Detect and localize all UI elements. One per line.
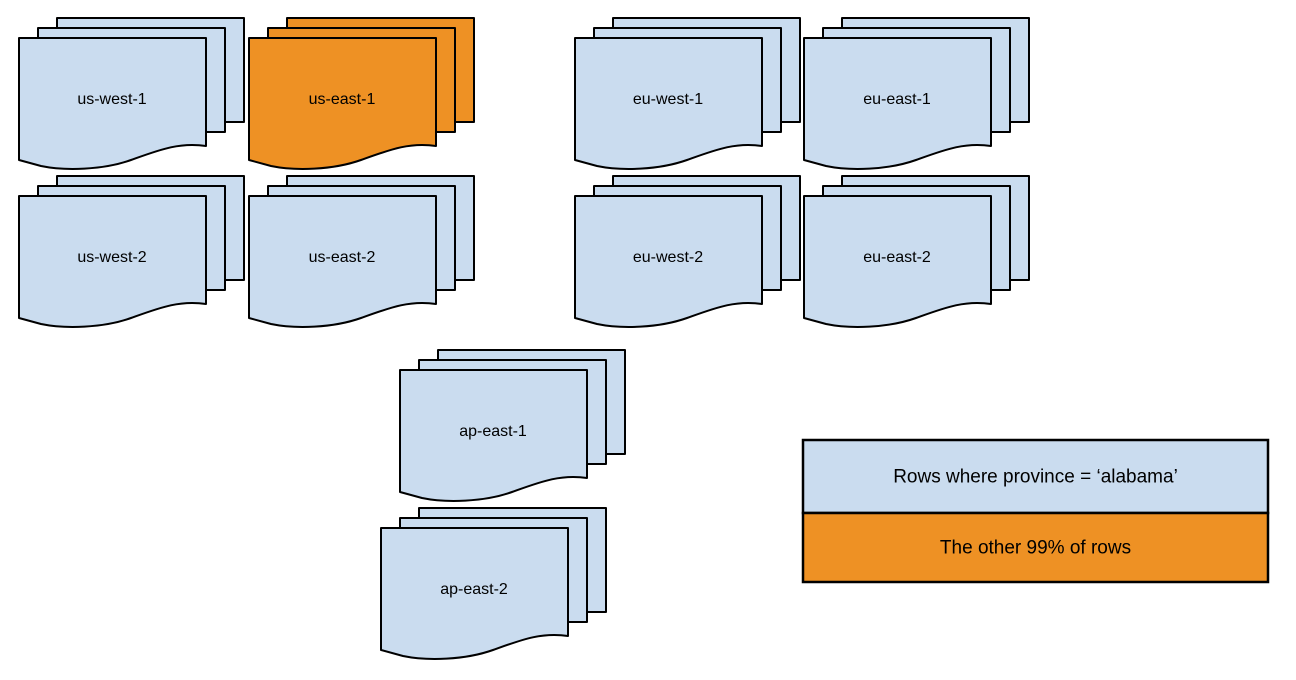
region-stack-ap-east-1[interactable]: ap-east-1 <box>399 349 626 502</box>
region-stack-us-east-1[interactable]: us-east-1 <box>248 17 475 170</box>
region-stack-ap-east-2[interactable]: ap-east-2 <box>380 507 607 660</box>
region-stack-us-west-2[interactable]: us-west-2 <box>18 175 245 328</box>
region-stack-us-west-1[interactable]: us-west-1 <box>18 17 245 170</box>
region-stack-label: eu-west-1 <box>633 91 703 108</box>
region-stack-eu-west-1[interactable]: eu-west-1 <box>574 17 801 170</box>
region-stack-label: us-west-1 <box>77 91 146 108</box>
region-stack-label: us-east-1 <box>309 91 376 108</box>
legend-label-blue: Rows where province = ‘alabama’ <box>893 467 1178 488</box>
region-stack-label: ap-east-1 <box>459 423 527 440</box>
legend-group: Rows where province = ‘alabama’ The other… <box>801 438 1270 584</box>
legend-swatch-blue <box>801 438 1270 515</box>
region-stack-eu-east-1[interactable]: eu-east-1 <box>803 17 1030 170</box>
region-stack-label: ap-east-2 <box>440 581 508 598</box>
legend-swatch-orange <box>801 511 1270 584</box>
legend-label-orange: The other 99% of rows <box>940 538 1131 559</box>
region-stack-label: us-east-2 <box>309 249 376 266</box>
region-stack-label: eu-west-2 <box>633 249 703 266</box>
region-stack-label: eu-east-1 <box>863 91 931 108</box>
region-stack-eu-west-2[interactable]: eu-west-2 <box>574 175 801 328</box>
region-stack-eu-east-2[interactable]: eu-east-2 <box>803 175 1030 328</box>
region-stack-label: us-west-2 <box>77 249 146 266</box>
region-stack-us-east-2[interactable]: us-east-2 <box>248 175 475 328</box>
region-stack-label: eu-east-2 <box>863 249 931 266</box>
region-stacks-group: us-west-1 us-east-1 eu-west-1 eu-east-1 us-w… <box>18 17 1030 660</box>
